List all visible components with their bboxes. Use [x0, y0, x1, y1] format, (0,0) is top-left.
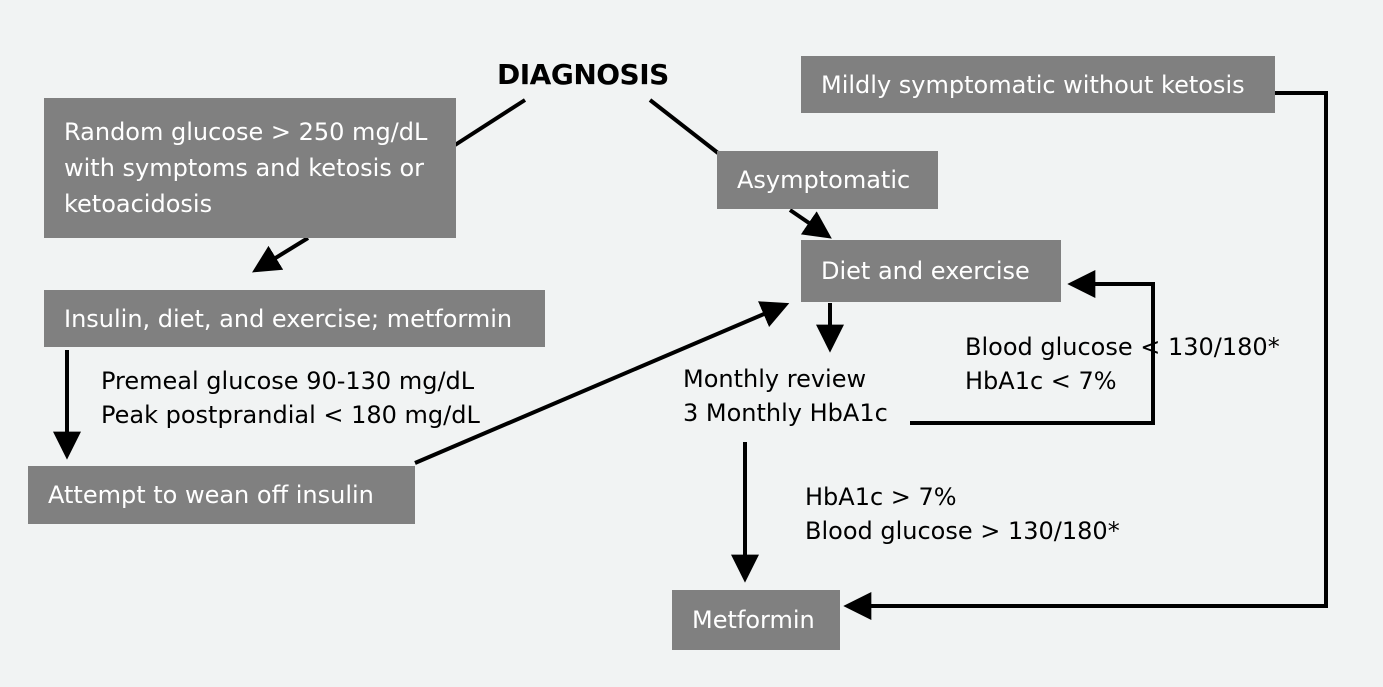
wean-insulin-box: Attempt to wean off insulin — [28, 466, 415, 524]
arrow-review-loop-to-diet-exercise — [910, 270, 1155, 425]
monthly-review-label: Monthly review 3 Monthly HbA1c — [683, 365, 888, 427]
diagnosis-title: DIAGNOSIS — [497, 58, 669, 91]
connector-diagnosis-to-asymptomatic — [648, 98, 720, 155]
arrow-asymptomatic-to-diet-exercise — [788, 208, 832, 239]
glucose-targets-label: Premeal glucose 90-130 mg/dL Peak postpr… — [101, 367, 480, 429]
diet-exercise-box: Diet and exercise — [801, 240, 1061, 302]
asymptomatic-box: Asymptomatic — [717, 151, 938, 209]
metformin-box: Metformin — [672, 590, 840, 650]
arrow-mildly-symptomatic-to-metformin — [843, 91, 1328, 620]
mildly-symptomatic-box: Mildly symptomatic without ketosis — [801, 56, 1275, 113]
random-glucose-box: Random glucose > 250 mg/dL with symptoms… — [44, 98, 456, 238]
insulin-diet-exercise-box: Insulin, diet, and exercise; metformin — [44, 290, 545, 347]
arrow-random-glucose-to-insulin — [252, 236, 310, 273]
arrow-wean-to-diet-exercise — [414, 301, 790, 465]
controlled-criteria-label: Blood glucose < 130/180* HbA1c < 7% — [965, 333, 1280, 395]
connector-diagnosis-to-random-glucose — [453, 98, 527, 147]
uncontrolled-criteria-label: HbA1c > 7% Blood glucose > 130/180* — [805, 483, 1120, 545]
